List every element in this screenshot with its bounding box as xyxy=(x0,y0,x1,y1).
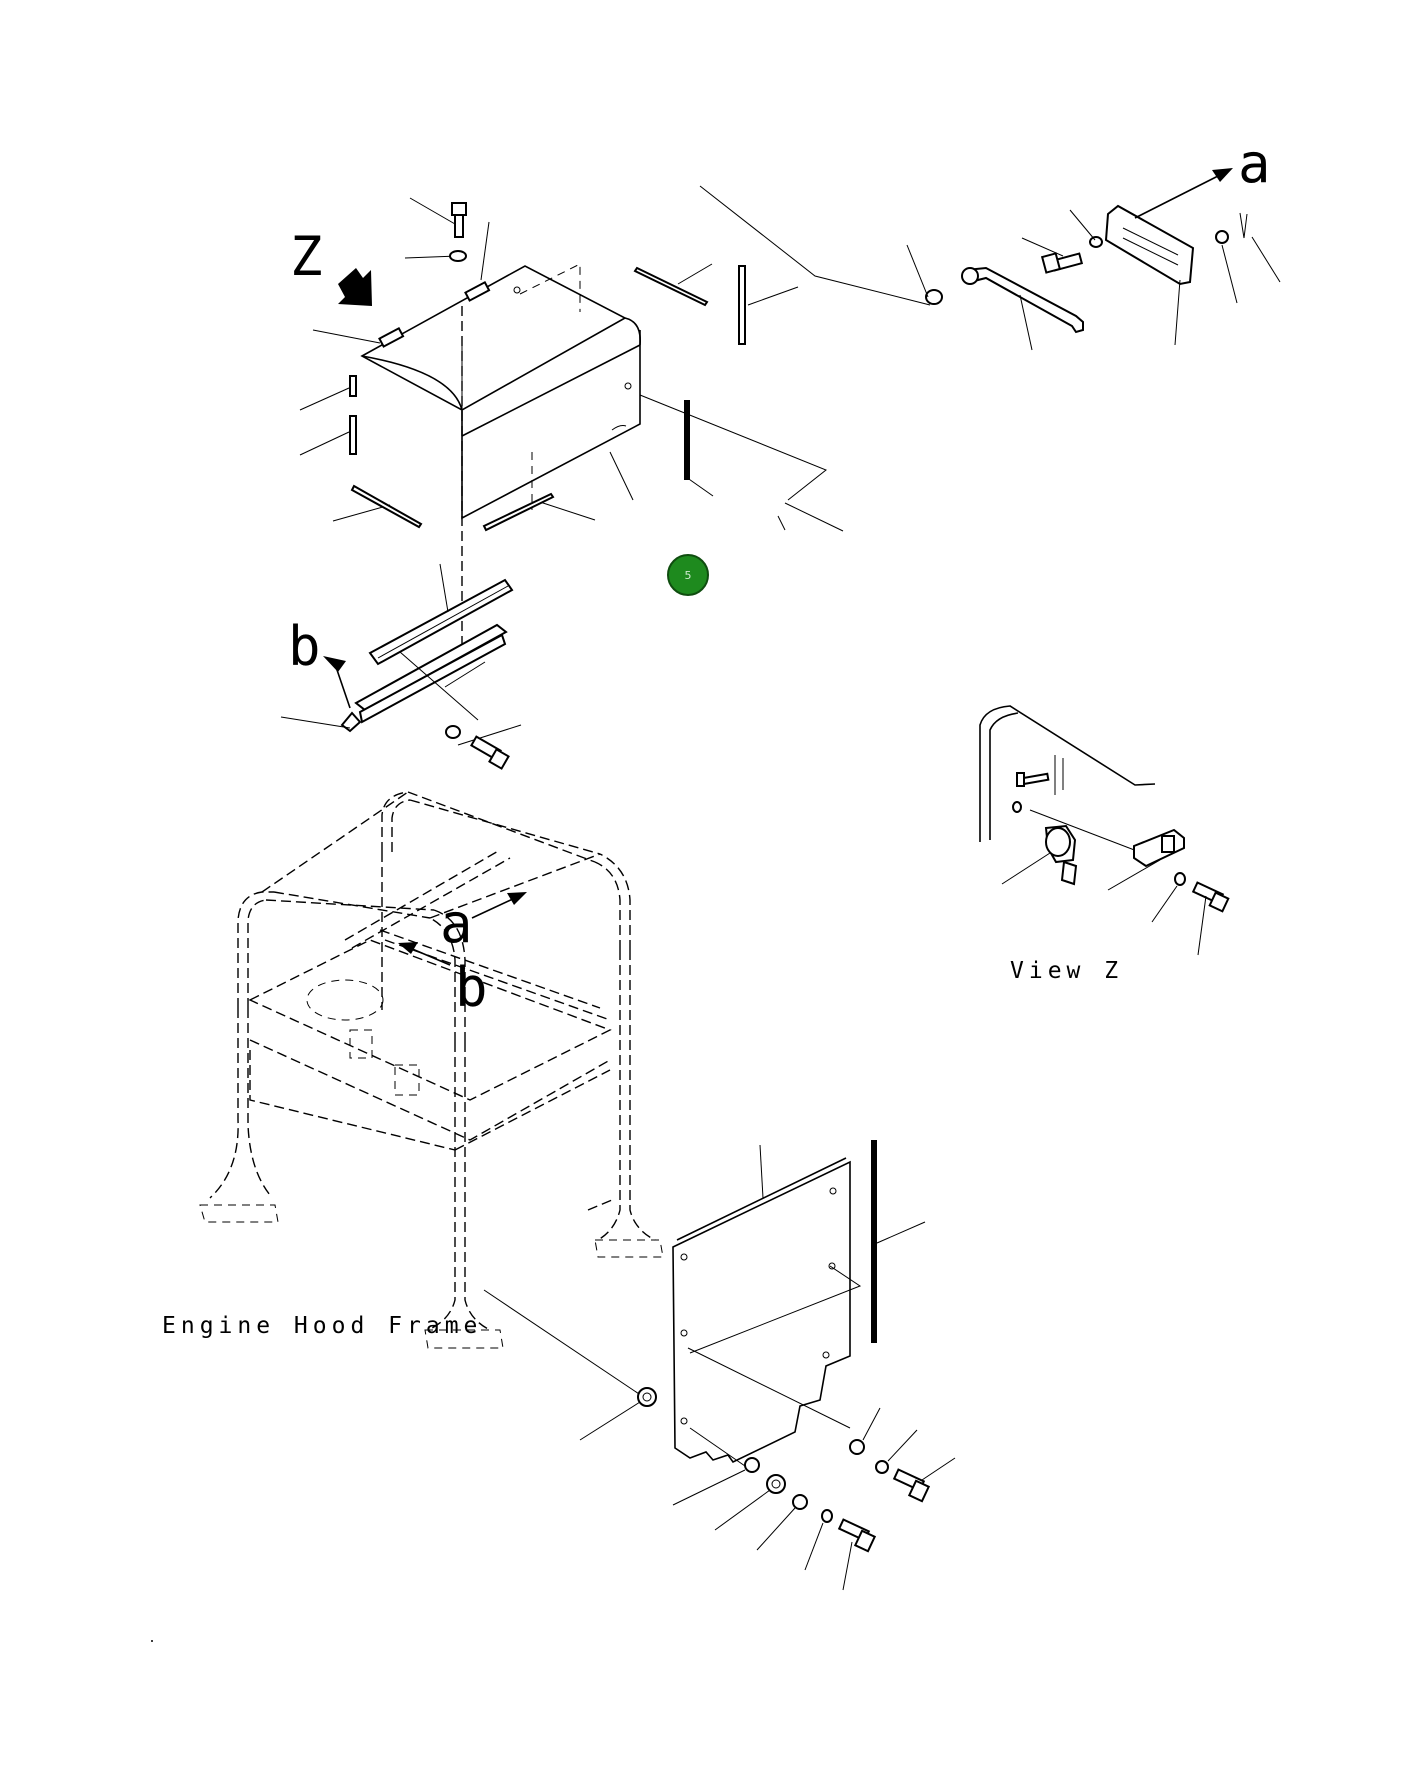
bottom-rail xyxy=(368,563,514,666)
panel-fasteners xyxy=(579,1387,956,1591)
side-panel xyxy=(483,1140,926,1467)
label-a-frame: a xyxy=(440,892,473,955)
connector-line-a xyxy=(699,185,931,306)
spacer-icon xyxy=(744,1457,760,1473)
bolt-icon-panel-1 xyxy=(892,1468,931,1503)
bolt-icon-viewz-upper xyxy=(1016,772,1050,787)
callout-circle[interactable] xyxy=(667,554,709,596)
arrow-a-frame xyxy=(471,892,527,919)
view-z-arrow-icon xyxy=(338,268,372,306)
bottom-bracket xyxy=(280,623,522,746)
washer-icon-4 xyxy=(821,1509,833,1523)
label-z: Z xyxy=(290,225,323,288)
washer-icon-3 xyxy=(792,1494,808,1510)
bolt-icon-viewz xyxy=(1191,881,1230,913)
label-b-top: b xyxy=(288,615,321,678)
callout-badge[interactable]: 5 xyxy=(667,554,709,596)
bolt-icon-bracket xyxy=(470,735,510,770)
washer-icon-1 xyxy=(849,1439,865,1455)
bolt-icon-panel-2 xyxy=(837,1518,877,1553)
seal-strips xyxy=(349,265,746,532)
washer-icon-2 xyxy=(875,1460,889,1474)
arrow-b-frame xyxy=(398,942,451,966)
view-z-detail xyxy=(979,705,1230,956)
connector-line-b xyxy=(639,394,827,501)
washer-icon-bracket xyxy=(445,725,461,739)
arrow-b-top xyxy=(323,656,351,709)
label-view-z: View Z xyxy=(1010,958,1123,984)
grommet-icon-2 xyxy=(766,1474,786,1494)
lock-icon xyxy=(1044,824,1078,886)
battery-cover-box xyxy=(360,263,642,650)
label-a-top: a xyxy=(1238,132,1271,195)
label-b-frame: b xyxy=(455,956,488,1019)
engine-hood-frame xyxy=(199,791,664,1349)
label-engine-hood-frame: Engine Hood Frame xyxy=(162,1313,482,1339)
latch-assembly xyxy=(906,168,1281,351)
bolt-icon-latch xyxy=(1040,252,1084,274)
leader-lines-box xyxy=(299,197,844,532)
grommet-icon xyxy=(637,1387,657,1407)
bolt-icon-top xyxy=(449,202,467,262)
stray-dot xyxy=(151,1640,153,1642)
callout-number: 5 xyxy=(685,569,692,582)
